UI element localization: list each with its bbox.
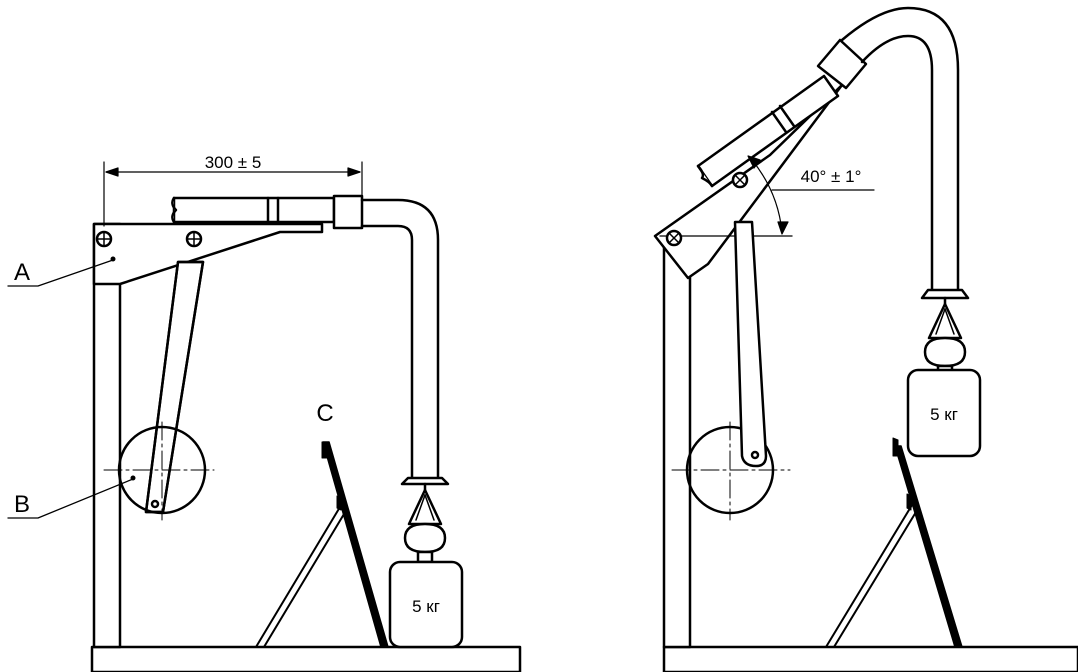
- right-hose-outer: [840, 6, 960, 292]
- leader-b: [7, 478, 134, 519]
- right-stand: [825, 437, 963, 648]
- left-coupling: [332, 194, 364, 230]
- right-swing-arm: [733, 220, 768, 468]
- right-stand-ramp: [894, 445, 963, 648]
- left-hose-inner: [360, 224, 414, 480]
- dimension-label: 300 ± 5: [205, 153, 262, 172]
- label-c: C: [316, 400, 333, 427]
- angle-label: 40° ± 1°: [801, 167, 862, 186]
- left-hose-outer: [360, 198, 440, 480]
- right-figure: [653, 6, 1078, 672]
- dimension-300: [103, 161, 363, 227]
- left-weight-label: 5 кг: [412, 597, 440, 616]
- left-nozzle: [400, 476, 450, 486]
- stand-c-ramp: [322, 441, 389, 648]
- left-handle-tube: [172, 196, 336, 224]
- right-nozzle: [920, 288, 970, 300]
- bracket-a: [92, 222, 324, 286]
- left-weight-ball: [403, 522, 447, 554]
- label-b: B: [14, 491, 30, 518]
- label-a: A: [14, 259, 30, 286]
- angle-annotation: [747, 155, 875, 235]
- right-base-plate: [662, 645, 1078, 672]
- left-vertical-post: [92, 222, 122, 649]
- left-figure: [7, 161, 522, 672]
- right-hose-inner: [860, 34, 934, 292]
- right-bracket: [653, 83, 844, 280]
- left-base-plate: [90, 645, 522, 672]
- left-swing-arm: [144, 260, 205, 514]
- stand-c: [255, 441, 389, 648]
- leader-a: [7, 259, 114, 287]
- right-weight-ball: [923, 336, 967, 368]
- right-weight-block: [906, 368, 982, 458]
- left-weight-block: [388, 560, 464, 649]
- right-weight-label: 5 кг: [930, 405, 958, 424]
- right-vertical-post: [662, 234, 692, 649]
- right-coupling: [816, 38, 868, 90]
